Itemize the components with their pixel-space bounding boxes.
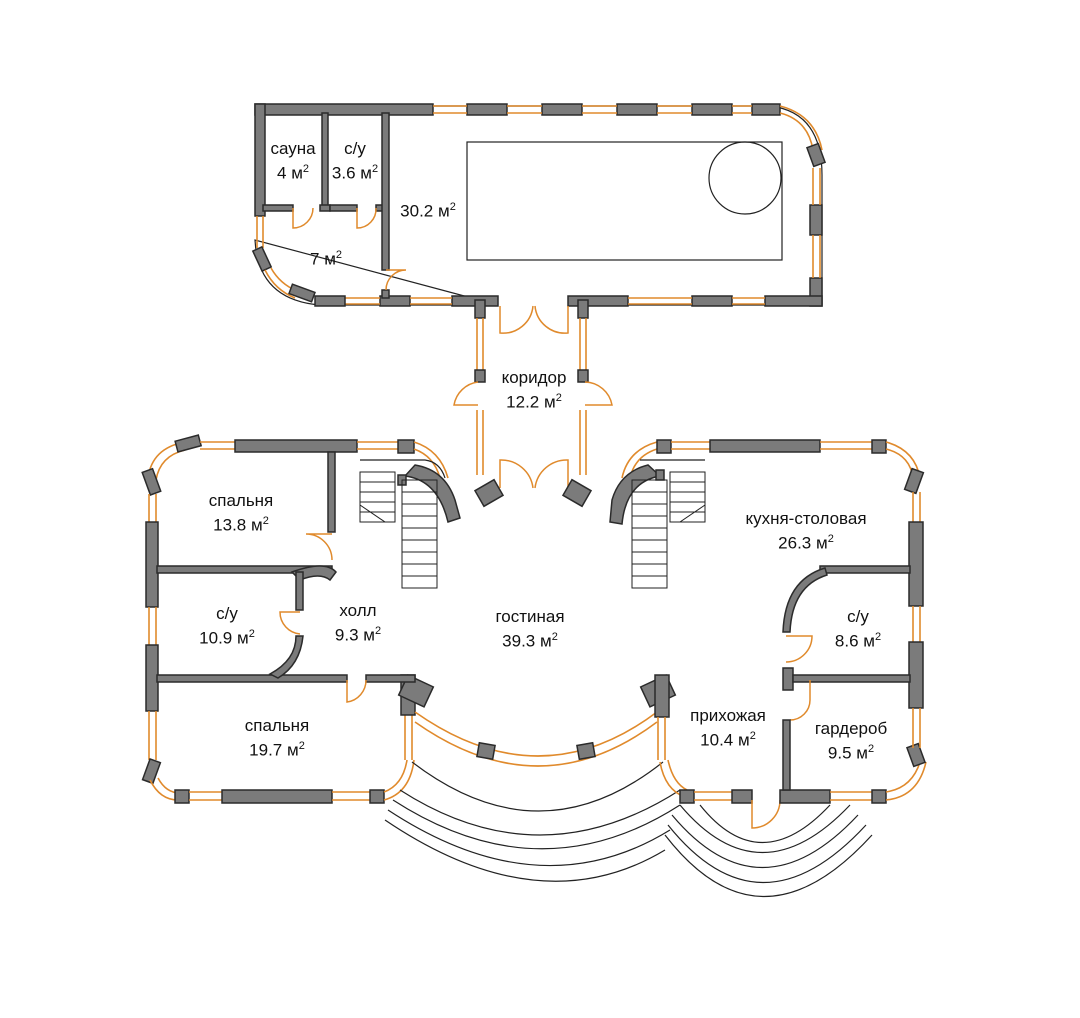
corridor xyxy=(453,299,613,508)
room-label-pool-room: 30.2 м2 xyxy=(400,201,456,221)
room-label-pool-lobby: 7 м2 xyxy=(309,249,343,269)
main-house xyxy=(141,434,927,897)
stair-left xyxy=(359,459,461,589)
pool-block xyxy=(251,103,827,334)
stair-right xyxy=(609,459,706,589)
